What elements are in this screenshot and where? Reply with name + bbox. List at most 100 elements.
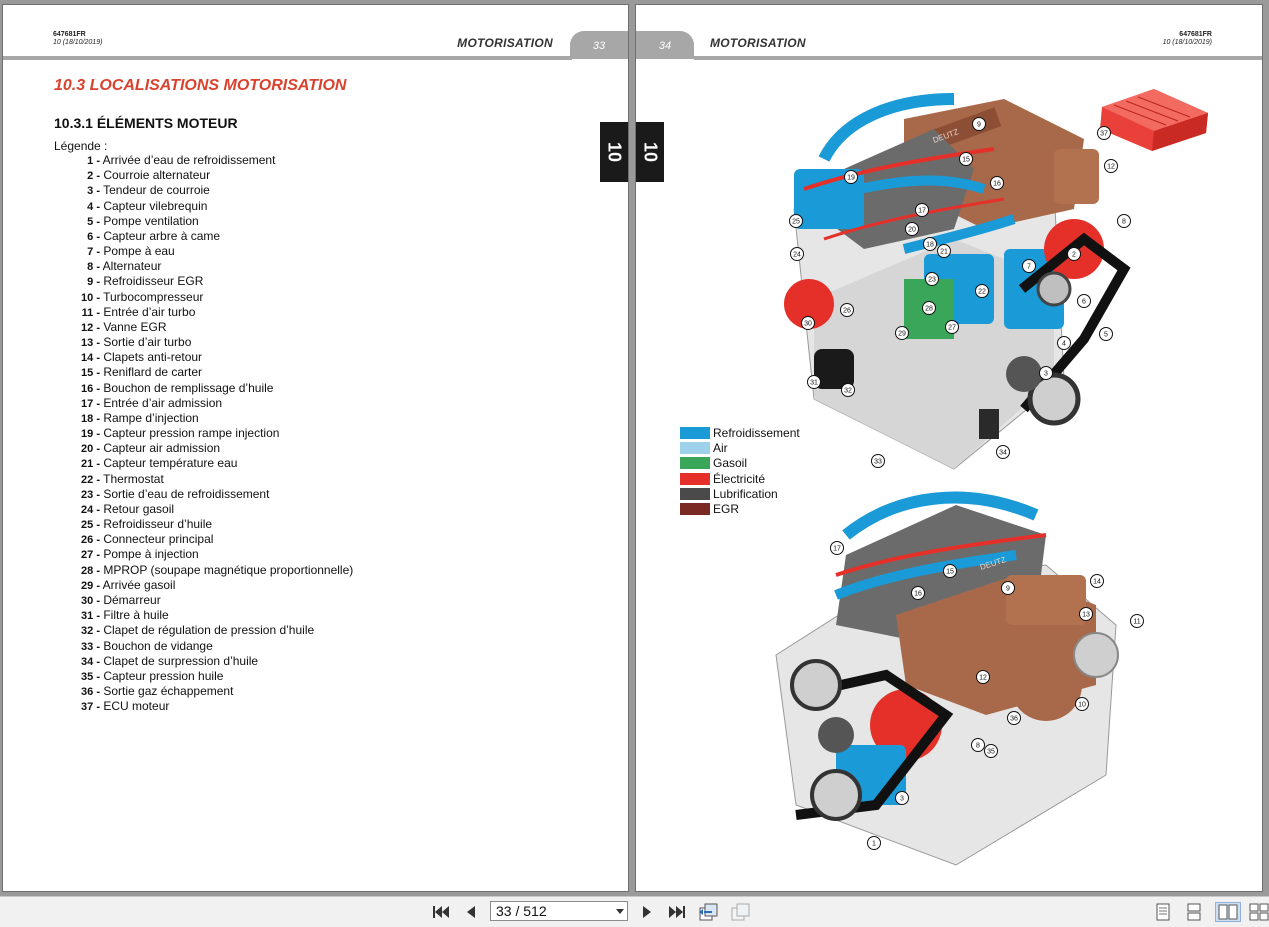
callout-6: 6 (1077, 294, 1091, 308)
legend-item-label: Sortie d’air turbo (103, 335, 192, 350)
legend-item-number: 11 - (81, 306, 100, 319)
legend-item-number: 30 - (81, 594, 100, 607)
callout-4: 4 (1057, 336, 1071, 350)
callout-label: 15 (946, 569, 954, 576)
callout-label: 28 (925, 306, 933, 313)
legend-item: 17 - Entrée d’air admission (53, 396, 453, 411)
callout-28: 28 (922, 301, 936, 315)
legend-item-label: Reniflard de carter (103, 365, 203, 380)
legend-item-number: 15 - (81, 367, 100, 380)
legend-item-label: MPROP (soupape magnétique proportionnell… (103, 562, 354, 577)
legend-item-label: Bouchon de vidange (103, 638, 213, 653)
callout-24: 24 (790, 247, 804, 261)
previous-view-icon[interactable] (698, 902, 720, 922)
callout-label: 11 (1133, 619, 1140, 626)
callout-8: 8 (1117, 214, 1131, 228)
legend-item-number: 2 - (87, 170, 100, 183)
prev-page-icon[interactable] (460, 902, 482, 922)
legend-item-number: 29 - (81, 579, 100, 592)
callout-16: 16 (990, 176, 1004, 190)
legend-item-number: 19 - (81, 428, 100, 441)
callout-label: 9 (977, 122, 981, 129)
engine-top-illustration: DEUTZ 2345678912151617181920212223242526… (784, 93, 1131, 470)
legend-item-label: Refroidisseur d’huile (103, 517, 213, 532)
legend-item: 20 - Capteur air admission (53, 441, 453, 456)
legend-item-label: Sortie d’eau de refroidissement (103, 486, 270, 501)
callout-5: 5 (1099, 327, 1113, 341)
legend-item-label: Clapet de surpression d’huile (103, 653, 259, 668)
legend-item-label: Capteur température eau (103, 456, 238, 471)
color-legend-label: Électricité (713, 471, 766, 486)
last-page-icon[interactable] (666, 902, 688, 922)
callout-8: 8 (971, 738, 985, 752)
legend-item-number: 16 - (81, 382, 100, 395)
callout-label: 17 (833, 546, 841, 553)
page-number-field[interactable]: 33 / 512 (490, 901, 628, 921)
legend-item-number: 31 - (81, 610, 100, 623)
doc-code: 647681FR 10 (18/10/2019) (1162, 31, 1212, 46)
callout-label: 14 (1093, 579, 1101, 586)
callout-label: 22 (978, 289, 986, 296)
callout-label: 9 (1006, 586, 1010, 593)
callout-18: 18 (923, 237, 937, 251)
callout-34: 34 (996, 445, 1010, 459)
callout-label: 36 (1010, 716, 1018, 723)
legend-item-label: Bouchon de remplissage d’huile (103, 380, 274, 395)
legend-item: 22 - Thermostat (53, 472, 453, 487)
callout-25: 25 (789, 214, 803, 228)
legend-item-number: 1 - (87, 155, 100, 167)
legend-item-label: Tendeur de courroie (103, 183, 210, 198)
legend-item-label: Sortie gaz échappement (103, 684, 234, 699)
callout-label: 8 (976, 743, 980, 750)
continuous-icon[interactable] (1183, 902, 1205, 922)
legend-item-number: 37 - (81, 701, 100, 714)
callout-11: 11 (1130, 614, 1144, 628)
legend-item-label: ECU moteur (103, 699, 170, 714)
callout-17: 17 (830, 541, 844, 555)
legend-item: 14 - Clapets anti-retour (53, 350, 453, 365)
chapter-tab: 10 (636, 122, 664, 182)
callout-label: 10 (1078, 702, 1086, 709)
callout-label: 31 (810, 380, 818, 387)
legend-item: 5 - Pompe ventilation (53, 214, 453, 229)
next-view-icon[interactable] (730, 902, 752, 922)
legend-item-number: 8 - (87, 261, 100, 274)
callout-label: 4 (1062, 341, 1066, 348)
chevron-down-icon[interactable] (616, 909, 624, 914)
callout-21: 21 (937, 244, 951, 258)
legend-item-label: Courroie alternateur (103, 168, 211, 183)
legend-item-number: 7 - (87, 246, 100, 259)
first-page-icon[interactable] (430, 902, 452, 922)
callout-label: 13 (1082, 612, 1090, 619)
legend-item-label: Arrivée d’eau de refroidissement (102, 153, 276, 167)
legend-item-label: Thermostat (103, 471, 164, 486)
legend-item: 37 - ECU moteur (53, 699, 453, 714)
legend-item: 26 - Connecteur principal (53, 532, 453, 547)
two-page-icon[interactable] (1215, 902, 1241, 922)
header-rule (3, 56, 572, 60)
legend-item-label: Démarreur (103, 592, 161, 607)
next-page-icon[interactable] (636, 902, 658, 922)
callout-12: 12 (976, 670, 990, 684)
viewer-toolbar: 33 / 512 (0, 896, 1269, 927)
two-page-continuous-icon[interactable] (1248, 902, 1269, 922)
page-number-tab: 33 (570, 31, 628, 59)
legend-item: 24 - Retour gasoil (53, 502, 453, 517)
legend-item-label: Clapets anti-retour (103, 350, 203, 365)
legend-item: 28 - MPROP (soupape magnétique proportio… (53, 563, 453, 578)
callout-label: 35 (987, 749, 995, 756)
callout-30: 30 (801, 316, 815, 330)
callout-label: 21 (940, 249, 948, 256)
single-page-icon[interactable] (1152, 902, 1174, 922)
subsection-title: 10.3.1 ÉLÉMENTS MOTEUR (54, 115, 238, 131)
header-title: MOTORISATION (457, 36, 553, 50)
legend-item: 1 - Arrivée d’eau de refroidissement (53, 153, 453, 168)
legend-label: Légende : (54, 139, 108, 153)
callout-label: 30 (804, 321, 812, 328)
legend-item-number: 18 - (81, 412, 100, 425)
page-number-tab: 34 (636, 31, 694, 59)
legend-item-number: 25 - (81, 519, 100, 532)
callouts-top: 2345678912151617181920212223242526272829… (789, 117, 1131, 468)
